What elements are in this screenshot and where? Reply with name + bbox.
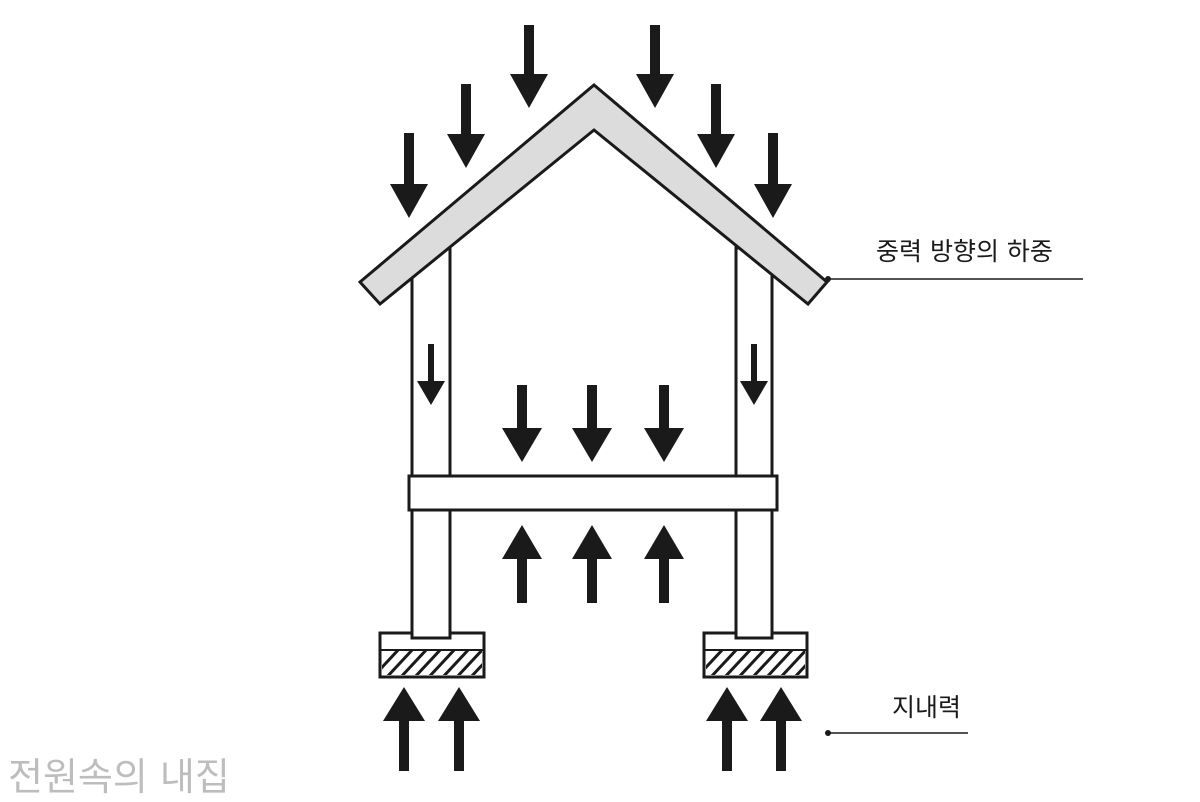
roof-load-arrow-5 bbox=[390, 133, 428, 218]
right-column-load-arrow bbox=[740, 344, 768, 405]
bearing-arrow-1 bbox=[383, 687, 425, 771]
roof-load-arrow-3 bbox=[447, 84, 485, 168]
floor-reaction-arrow-2 bbox=[572, 525, 612, 603]
floor-reaction-arrow-3 bbox=[644, 525, 684, 603]
right-column bbox=[734, 246, 774, 640]
floor-load-arrow-2 bbox=[572, 385, 612, 462]
bearing-arrow-2 bbox=[438, 687, 480, 771]
right-footing-hatch bbox=[706, 650, 805, 675]
bearing-capacity-label: 지내력 bbox=[892, 693, 962, 722]
right-footing bbox=[702, 631, 809, 679]
bearing-arrow-4 bbox=[760, 687, 802, 771]
left-column-load-arrow bbox=[417, 344, 445, 405]
roof-load-arrow-6 bbox=[754, 133, 792, 218]
gravity-load-label: 중력 방향의 하중 bbox=[876, 237, 1053, 266]
load-arrows bbox=[383, 25, 802, 771]
left-column bbox=[410, 246, 452, 640]
left-footing-hatch bbox=[382, 650, 482, 675]
bearing-arrow-3 bbox=[706, 687, 748, 771]
roof-load-arrow-2 bbox=[636, 25, 674, 108]
roof bbox=[357, 83, 830, 307]
roof-load-arrow-4 bbox=[697, 84, 735, 168]
floor-reaction-arrow-1 bbox=[502, 525, 542, 603]
floor-load-arrow-1 bbox=[502, 385, 542, 462]
floor-load-arrow-3 bbox=[644, 385, 684, 462]
left-footing bbox=[378, 631, 486, 679]
watermark: 전원속의 내집 bbox=[8, 755, 230, 799]
floor-beam bbox=[407, 474, 779, 512]
bearing-capacity-leader bbox=[825, 730, 968, 736]
roof-load-arrow-1 bbox=[510, 25, 548, 108]
gravity-load-leader bbox=[825, 276, 1083, 282]
